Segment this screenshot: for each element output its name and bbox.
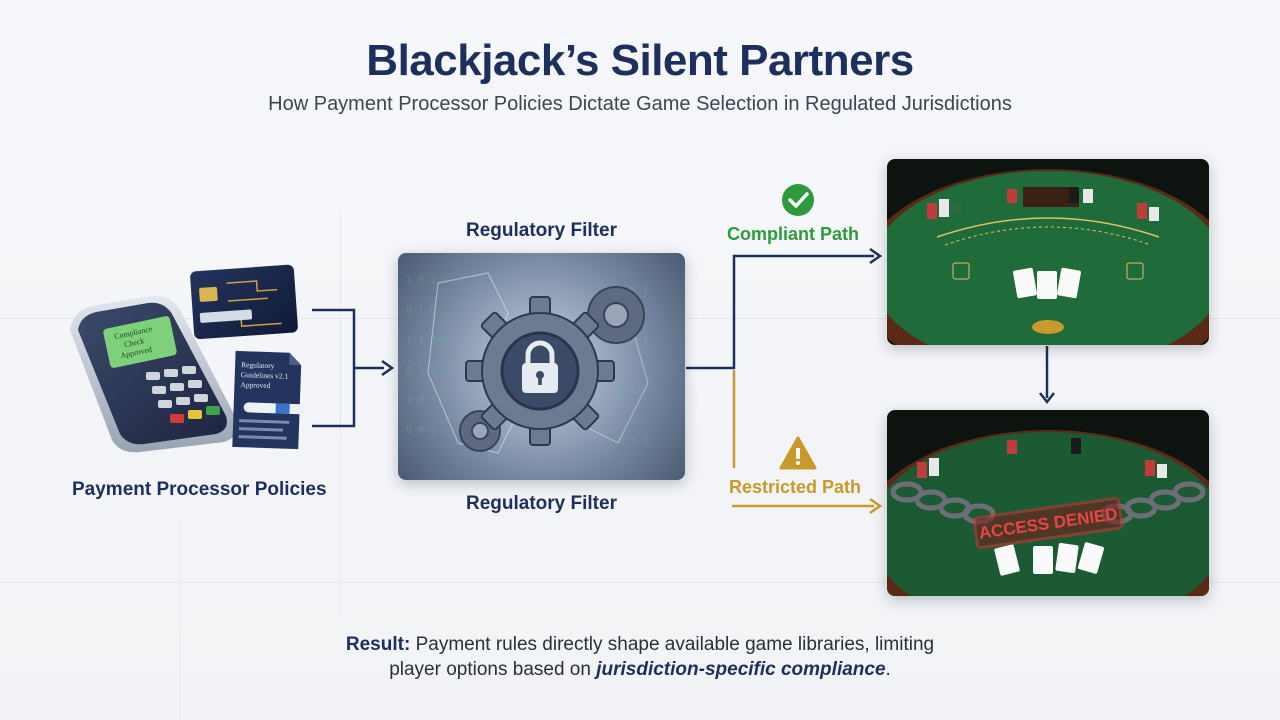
playing-cards [994, 542, 1104, 576]
svg-text:0 1 0 1: 0 1 0 1 [406, 305, 448, 316]
svg-text:1 0 0 1: 1 0 0 1 [406, 395, 448, 406]
compliant-connector [686, 247, 883, 370]
compliant-table-image [887, 159, 1209, 345]
restricted-table-image: ACCESS DENIED [887, 410, 1209, 596]
check-circle-icon [782, 184, 814, 216]
grid-line [340, 215, 341, 615]
playing-cards [1013, 267, 1081, 299]
result-emphasis: jurisdiction-specific compliance [596, 659, 886, 680]
svg-text:1 1 0: 1 1 0 [618, 385, 648, 396]
table-transition-arrow [1039, 346, 1055, 405]
result-text: Result: Payment rules directly shape ava… [0, 632, 1280, 682]
result-end: . [885, 659, 891, 680]
filter-gears-graphic: 1 0 1 1 0 1 0 1 1 1 0 0 0 1 1 0 1 0 0 1 0 0 … [406, 272, 649, 454]
svg-text:1 0 1: 1 0 1 [618, 285, 648, 296]
regulatory-filter-panel: 1 0 1 1 0 1 0 1 1 1 0 0 0 1 1 0 1 0 0 1 0 0 … [398, 253, 685, 480]
chip-stack [927, 187, 1159, 221]
svg-text:0 1 0: 0 1 0 [618, 435, 648, 446]
result-line2: player options based on [389, 659, 597, 680]
source-label: Payment Processor Policies [72, 479, 327, 500]
restricted-connector [732, 370, 883, 515]
warning-triangle-icon [779, 436, 817, 470]
grid-line [180, 520, 181, 720]
document-line: Approved [240, 380, 271, 390]
terminal-screen-line: Check [123, 336, 145, 349]
svg-text:0 1 1 0: 0 1 1 0 [406, 365, 448, 376]
svg-text:0 1 1: 0 1 1 [618, 335, 648, 346]
svg-text:1 0 1 1: 1 0 1 1 [406, 275, 448, 286]
source-connector [312, 308, 395, 428]
document-line: Regulatory [241, 360, 275, 370]
page-subtitle: How Payment Processor Policies Dictate G… [268, 93, 1012, 115]
lock-icon [522, 340, 558, 393]
grid-line [0, 582, 1280, 583]
result-line1: Payment rules directly shape available g… [410, 634, 935, 655]
policy-document-icon: Regulatory Guidelines v2.1 Approved [232, 350, 306, 450]
svg-text:0 0 1 1: 0 0 1 1 [406, 425, 448, 436]
chip-stack [917, 438, 1167, 478]
filter-top-label: Regulatory Filter [466, 220, 617, 241]
document-line: Guidelines v2.1 [241, 370, 289, 381]
credit-card-icon [190, 264, 298, 340]
restricted-path-label: Restricted Path [729, 477, 862, 497]
result-lead: Result: [345, 634, 411, 655]
compliant-path-label: Compliant Path [727, 224, 860, 244]
payment-terminal-icon: Compliance Check Approved [70, 295, 238, 453]
filter-bottom-label: Regulatory Filter [466, 493, 617, 514]
svg-text:1 1 0 0: 1 1 0 0 [406, 335, 448, 346]
page-title: Blackjack’s Silent Partners [366, 36, 914, 85]
